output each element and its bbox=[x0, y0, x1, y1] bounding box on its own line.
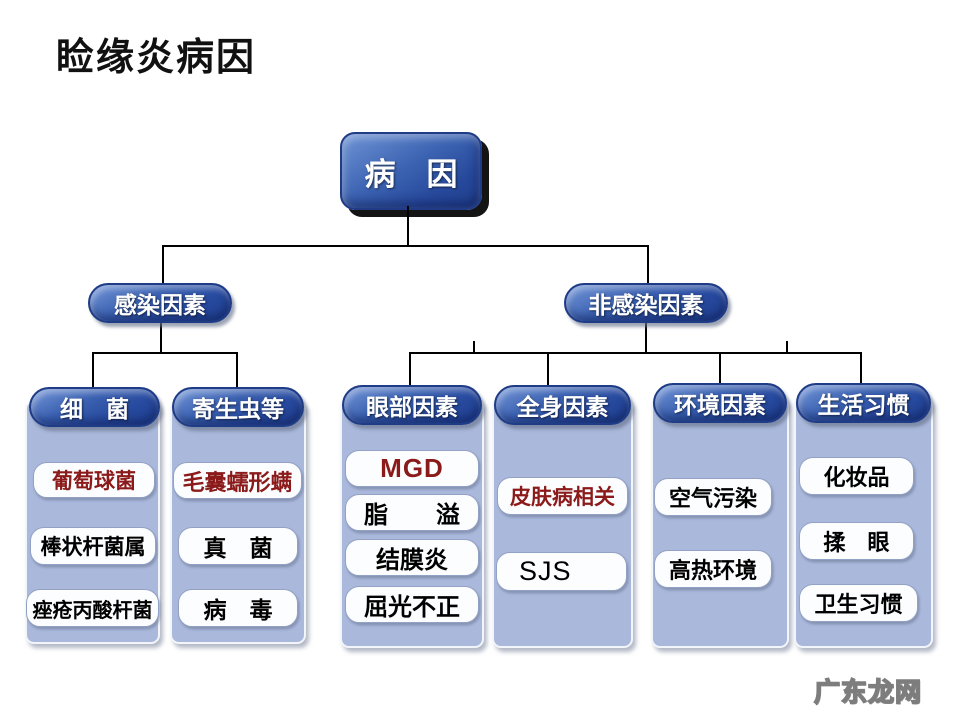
item-conjunctivitis: 结膜炎 bbox=[345, 539, 479, 576]
item-label: 真 菌 bbox=[203, 535, 273, 561]
item-label: 高热环境 bbox=[668, 558, 757, 583]
header-environment-factors: 环境因素 bbox=[653, 383, 787, 423]
header-parasites-label: 寄生虫等 bbox=[192, 396, 284, 422]
panel-systemic-factors bbox=[492, 398, 633, 648]
item-label: 揉 眼 bbox=[823, 530, 890, 555]
item-staphylococcus: 葡萄球菌 bbox=[33, 462, 155, 498]
header-bacteria-label: 细 菌 bbox=[60, 396, 129, 422]
item-label: 皮肤病相关 bbox=[510, 486, 615, 509]
item-label: 病 毒 bbox=[203, 597, 273, 623]
connector-line bbox=[407, 206, 409, 246]
header-bacteria: 细 菌 bbox=[29, 387, 160, 427]
item-eye-rubbing: 揉 眼 bbox=[799, 522, 914, 560]
item-virus: 病 毒 bbox=[178, 589, 298, 627]
connector-line bbox=[162, 245, 164, 283]
item-label: 化妆品 bbox=[823, 465, 890, 490]
header-ocular-factors: 眼部因素 bbox=[342, 385, 482, 425]
connector-line bbox=[92, 352, 238, 354]
item-seborrhea: 脂 溢 bbox=[345, 494, 479, 531]
page-title: 睑缘炎病因 bbox=[56, 37, 257, 79]
item-refractive-error: 屈光不正 bbox=[345, 586, 479, 623]
branch-infectious: 感染因素 bbox=[88, 283, 232, 323]
item-label: 屈光不正 bbox=[364, 594, 460, 621]
root-node-label: 病 因 bbox=[364, 156, 458, 192]
connector-stub bbox=[473, 341, 475, 353]
panel-environment-factors bbox=[651, 396, 789, 648]
item-hygiene-habits: 卫生习惯 bbox=[799, 584, 918, 622]
item-air-pollution: 空气污染 bbox=[654, 478, 772, 516]
header-ocular-factors-label: 眼部因素 bbox=[366, 394, 458, 420]
item-sjs: SJS bbox=[496, 552, 627, 591]
item-label: 卫生习惯 bbox=[814, 592, 903, 617]
header-environment-factors-label: 环境因素 bbox=[674, 392, 766, 418]
connector-line bbox=[860, 352, 862, 384]
connector-line bbox=[647, 245, 649, 283]
header-systemic-factors: 全身因素 bbox=[494, 385, 631, 425]
item-label: SJS bbox=[519, 556, 572, 586]
branch-noninfectious: 非感染因素 bbox=[564, 283, 728, 323]
connector-line bbox=[719, 352, 721, 384]
item-label: 结膜炎 bbox=[376, 547, 448, 574]
item-label: 空气污染 bbox=[668, 486, 757, 511]
connector-stub bbox=[786, 341, 788, 353]
item-propionibacterium-acnes: 痤疮丙酸杆菌 bbox=[26, 589, 159, 627]
header-lifestyle-habits-label: 生活习惯 bbox=[817, 392, 910, 418]
connector-line bbox=[645, 322, 647, 353]
item-label: 棒状杆菌属 bbox=[40, 536, 146, 559]
connector-line bbox=[409, 352, 411, 386]
item-skin-disease-related: 皮肤病相关 bbox=[497, 477, 628, 515]
item-label: 葡萄球菌 bbox=[52, 470, 136, 493]
item-hot-environment: 高热环境 bbox=[654, 550, 772, 588]
item-mgd: MGD bbox=[345, 450, 479, 487]
item-cosmetics: 化妆品 bbox=[799, 457, 914, 495]
item-label: 毛囊蠕形螨 bbox=[182, 469, 293, 495]
header-systemic-factors-label: 全身因素 bbox=[516, 394, 609, 420]
header-parasites: 寄生虫等 bbox=[172, 387, 304, 427]
item-corynebacterium: 棒状杆菌属 bbox=[30, 527, 156, 565]
branch-noninfectious-label: 非感染因素 bbox=[588, 292, 704, 318]
item-label: 脂 溢 bbox=[364, 502, 460, 529]
connector-line bbox=[160, 322, 162, 353]
root-node-cause: 病 因 bbox=[340, 132, 482, 210]
header-lifestyle-habits: 生活习惯 bbox=[796, 383, 931, 423]
connector-line bbox=[547, 352, 549, 386]
connector-line bbox=[409, 352, 862, 354]
connector-line bbox=[92, 352, 94, 388]
watermark: 广东龙网 bbox=[813, 676, 923, 708]
item-fungus: 真 菌 bbox=[178, 527, 298, 565]
branch-infectious-label: 感染因素 bbox=[114, 292, 206, 318]
connector-line bbox=[162, 245, 649, 247]
item-label: MGD bbox=[380, 453, 444, 483]
item-label: 痤疮丙酸杆菌 bbox=[32, 599, 153, 622]
item-demodex: 毛囊蠕形螨 bbox=[173, 462, 302, 499]
connector-line bbox=[236, 352, 238, 388]
